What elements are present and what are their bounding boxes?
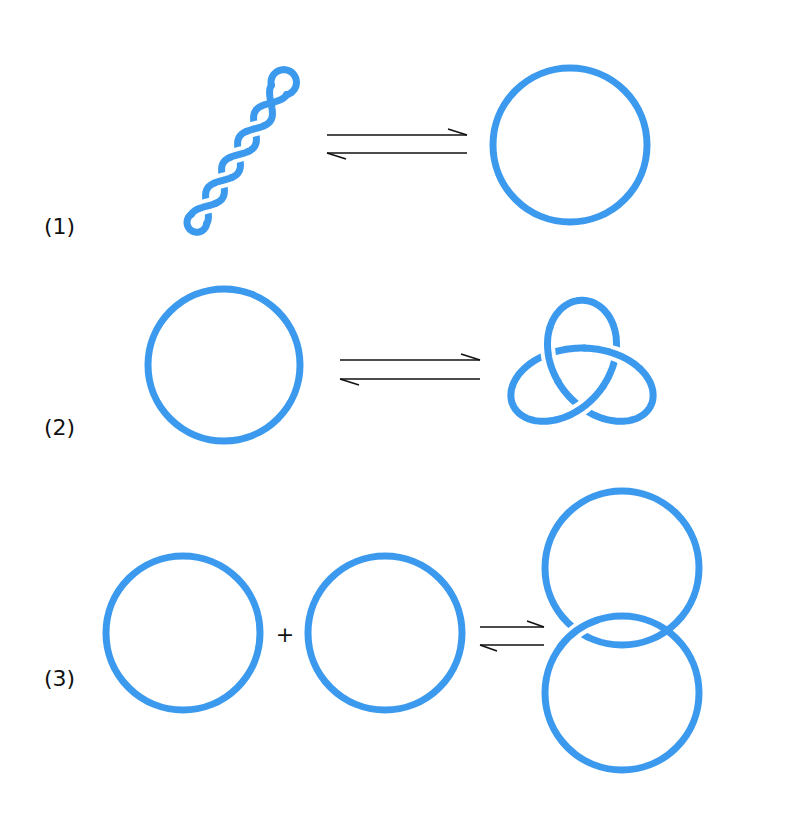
relaxed-circle — [106, 556, 260, 710]
crossing-gap — [199, 204, 214, 209]
reaction-number: (1) — [44, 216, 75, 238]
crossing-gap — [231, 152, 246, 157]
catenane-crossing — [560, 620, 597, 646]
trefoil-knot — [511, 300, 653, 421]
supercoil-strand — [191, 95, 286, 215]
reaction-number: (2) — [44, 417, 75, 439]
supercoil-crossing — [246, 126, 263, 131]
plus-sign: + — [276, 624, 294, 646]
trefoil-crossing — [548, 327, 559, 382]
relaxed-circle — [148, 289, 300, 441]
relaxed-circle — [308, 556, 462, 710]
relaxed-circle — [493, 68, 647, 222]
equilibrium-arrows — [327, 129, 544, 651]
crossing-gap — [215, 178, 230, 183]
catenane-ring — [545, 616, 699, 770]
supercoil-end-loop — [271, 70, 297, 95]
supercoil-crossing — [198, 203, 215, 208]
trefoil-crossing — [584, 348, 640, 369]
supercoil-crossing — [230, 152, 247, 157]
crossing-gap — [247, 126, 262, 131]
supercoil-crossing — [214, 178, 231, 183]
trefoil-crossing — [556, 386, 603, 420]
catenane-ring — [545, 491, 699, 645]
reaction-number: (3) — [44, 668, 75, 690]
